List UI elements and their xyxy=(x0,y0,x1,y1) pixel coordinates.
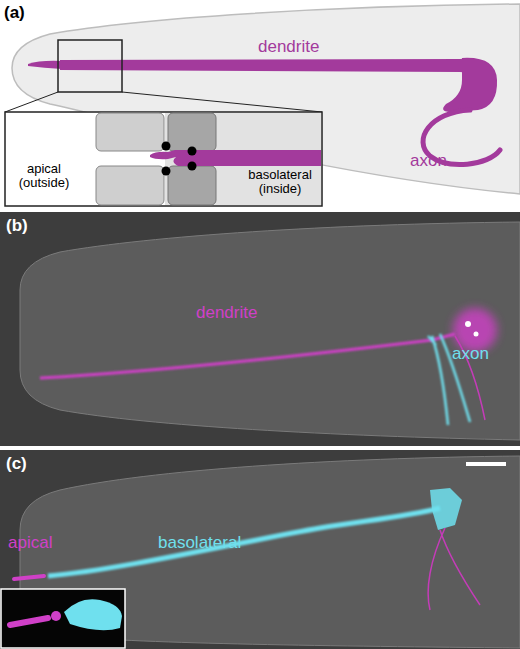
cell-lower-right xyxy=(168,166,216,205)
figure-label: axon xyxy=(452,345,489,364)
inset-dendrite xyxy=(150,150,321,166)
junction-dot xyxy=(188,162,197,171)
figure-label: axon xyxy=(410,152,447,171)
cell-body-c xyxy=(430,488,462,530)
apical-inset xyxy=(10,618,48,625)
cell-lower-left xyxy=(96,166,164,205)
figure-label: (b) xyxy=(6,217,28,236)
dendrite-tip xyxy=(28,61,62,69)
axon-signal xyxy=(428,528,480,610)
junction-dot xyxy=(188,147,197,156)
micrograph-c xyxy=(0,450,520,649)
inset-frame xyxy=(5,112,322,206)
cell-spot xyxy=(474,332,479,337)
micrograph-b xyxy=(0,212,520,446)
scale-bar xyxy=(466,462,506,466)
zoom-line xyxy=(5,92,58,112)
apical-inset xyxy=(51,611,61,621)
zoom-line xyxy=(122,92,322,112)
inset-frame-c xyxy=(1,589,125,648)
zoom-box xyxy=(58,40,122,92)
figure-label: (c) xyxy=(6,455,27,474)
basolateral-signal xyxy=(48,508,440,576)
cell-upper-right xyxy=(168,113,216,151)
cell-spot xyxy=(465,321,471,327)
junction-dot xyxy=(162,167,171,176)
cell-upper-left xyxy=(96,113,164,151)
worm-body-b xyxy=(20,222,520,440)
basolateral-inset xyxy=(64,599,122,630)
figure-label: apical xyxy=(8,534,52,553)
figure-label: basolateral (inside) xyxy=(240,168,320,197)
cell-body xyxy=(443,58,497,112)
figure-label: dendrite xyxy=(196,304,257,323)
figure-label: basolateral xyxy=(158,534,241,553)
worm-body-c xyxy=(20,456,520,648)
apical-signal xyxy=(14,576,44,579)
junction-dot xyxy=(162,142,171,151)
figure-label: apical (outside) xyxy=(8,162,80,191)
figure-label: dendrite xyxy=(258,38,319,57)
figure-label: (a) xyxy=(4,4,25,23)
dendrite-signal xyxy=(40,334,455,378)
